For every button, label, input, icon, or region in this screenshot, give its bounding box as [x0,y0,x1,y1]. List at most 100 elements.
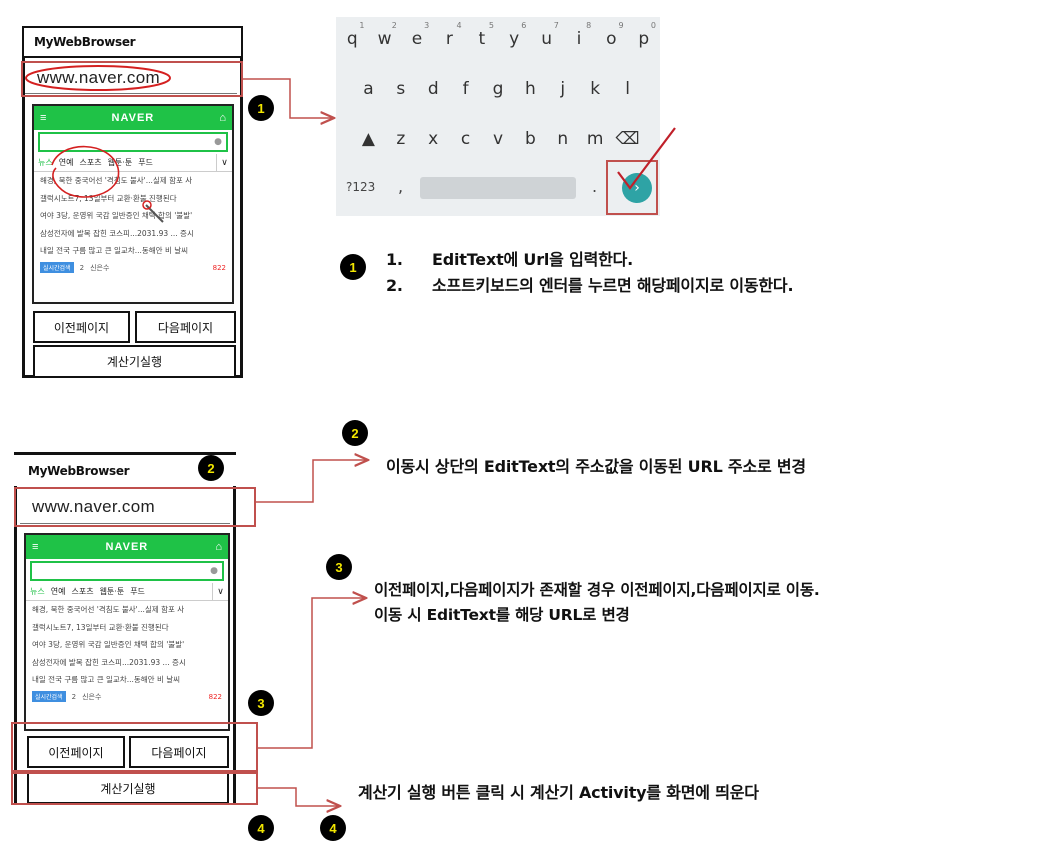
naver-webview-bottom[interactable]: ≡ NAVER ⌂ ● 뉴스 연예 스포츠 웹툰·툰 푸드 ∨ 해경, 북한 중… [24,533,230,731]
key-g[interactable]: g [492,79,504,99]
prev-page-button[interactable]: 이전페이지 [33,311,130,343]
tab-food[interactable]: 푸드 [138,158,153,167]
arrow-1 [243,78,334,118]
key-x[interactable]: x [428,129,439,149]
prev-page-button-bottom[interactable]: 이전페이지 [27,736,125,768]
tab-webtoon[interactable]: 웹툰·툰 [99,587,125,596]
highlight-enter-key [606,160,658,215]
url-edittext[interactable]: www.naver.com [25,62,237,94]
list-item[interactable]: 해경, 북한 중국어선 '격침도 불사'...실제 함포 사 [40,176,193,185]
home-icon[interactable]: ⌂ [219,112,226,124]
mic-icon[interactable]: ● [214,137,222,147]
url-edittext-bottom[interactable]: www.naver.com [20,490,230,524]
key-z[interactable]: z [396,129,406,149]
key-n[interactable]: n [557,129,569,149]
chevron-right-icon: › [634,180,640,196]
key-f[interactable]: f [462,79,469,99]
list-item[interactable]: 갤럭시노트7, 13일부터 교환·환불 진행된다 [40,193,177,203]
list-item[interactable]: 해경, 북한 중국어선 '격침도 불사'...실제 함포 사 [32,605,185,614]
realtime-rank: 2 [71,692,77,701]
key-period[interactable]: . [592,177,598,196]
next-page-label: 다음페이지 [151,745,207,760]
key-l[interactable]: l [625,79,630,99]
backspace-icon[interactable]: ⌫ [615,129,640,149]
calc-label: 계산기실행 [106,355,163,369]
arrow-3 [258,598,366,749]
keyboard-row-3: ▲ z x c v b n m ⌫ [336,129,660,149]
home-icon[interactable]: ⌂ [215,541,222,553]
naver-logo: NAVER [111,112,155,124]
next-page-button[interactable]: 다음페이지 [135,311,236,343]
key-m[interactable]: m [586,129,604,149]
tab-news[interactable]: 뉴스 [38,158,53,167]
tab-news[interactable]: 뉴스 [30,587,45,596]
key-comma[interactable]: , [398,177,404,196]
tab-entertainment[interactable]: 연예 [58,158,74,167]
highlight-url-bottom [14,487,256,527]
cursor-icon [145,204,164,223]
tab-food[interactable]: 푸드 [130,587,145,596]
tab-sports[interactable]: 스포츠 [71,587,94,596]
mic-icon[interactable]: ● [210,566,218,576]
list-item[interactable]: 삼성전자에 발목 잡힌 코스피...2031.93 ... 증시 [40,228,194,238]
tab-entertainment[interactable]: 연예 [50,587,66,596]
highlight-calc-button [11,772,258,805]
note-1-line-2: 2.소프트키보드의 엔터를 누르면 해당페이지로 이동한다. [386,276,794,295]
note-4: 계산기 실행 버튼 클릭 시 계산기 Activity를 화면에 띄운다 [358,783,759,802]
key-b[interactable]: b [524,129,536,149]
calc-button-bottom[interactable]: 계산기실행 [27,772,229,804]
menu-icon[interactable]: ≡ [40,112,47,124]
key-j[interactable]: j [560,79,566,99]
key-s[interactable]: s [396,79,406,99]
next-page-label: 다음페이지 [157,320,214,335]
list-item[interactable]: 갤럭시노트7, 13일부터 교환·환불 진행된다 [32,622,169,632]
menu-icon[interactable]: ≡ [32,541,39,553]
key-c[interactable]: c [460,129,471,149]
list-item[interactable]: 삼성전자에 발목 잡힌 코스피...2031.93 ... 증시 [32,657,186,667]
tap-scribble [51,145,120,198]
list-item[interactable]: 내일 전국 구름 많고 큰 일교차...동해안 비 날씨 [40,246,189,255]
naver-tabs: 뉴스 연예 스포츠 웹툰·툰 푸드 ∨ [34,153,232,172]
key-v[interactable]: v [492,129,504,149]
chevron-down-icon[interactable]: ∨ [212,582,228,601]
note-3-line-2: 이동 시 EditText를 해당 URL로 변경 [374,606,630,624]
realtime-search-bar: 실시간검색 2 신은수 822 [34,260,232,276]
spacebar[interactable] [420,177,576,199]
key-d[interactable]: d [427,79,439,99]
list-item[interactable]: 여야 3당, 운영위 국감 일반증인 채택 합의 '불발' [40,211,193,220]
app-title-bottom: MyWebBrowser [28,463,130,478]
tab-webtoon[interactable]: 웹툰·툰 [107,158,133,167]
list-item[interactable]: 내일 전국 구름 많고 큰 일교차...동해안 비 날씨 [32,675,181,684]
key-h[interactable]: h [524,79,536,99]
list-item[interactable]: 여야 3당, 운영위 국감 일반증인 채택 합의 '불발' [32,640,185,649]
realtime-keyword[interactable]: 신은수 [82,692,102,701]
next-page-button-bottom[interactable]: 다음페이지 [129,736,229,768]
badge-1-top: 1 [248,95,274,121]
realtime-keyword[interactable]: 신은수 [90,263,110,272]
calc-button[interactable]: 계산기실행 [33,345,236,378]
highlight-url-top [21,61,243,97]
realtime-search-bar-bottom: 실시간검색 2 신은수 822 [26,689,228,705]
tab-sports[interactable]: 스포츠 [79,158,102,167]
arrow-4 [258,787,340,806]
checkmark [617,127,676,190]
badge-3-top: 3 [326,554,352,580]
key-a[interactable]: a [363,79,374,99]
badge-4-left: 4 [248,815,274,841]
shift-icon[interactable]: ▲ [361,129,375,149]
key-k[interactable]: k [590,79,601,99]
chevron-down-icon[interactable]: ∨ [216,153,232,172]
naver-search-input-bottom[interactable]: ● [30,561,224,581]
key-symbols[interactable]: ?123 [346,180,376,194]
